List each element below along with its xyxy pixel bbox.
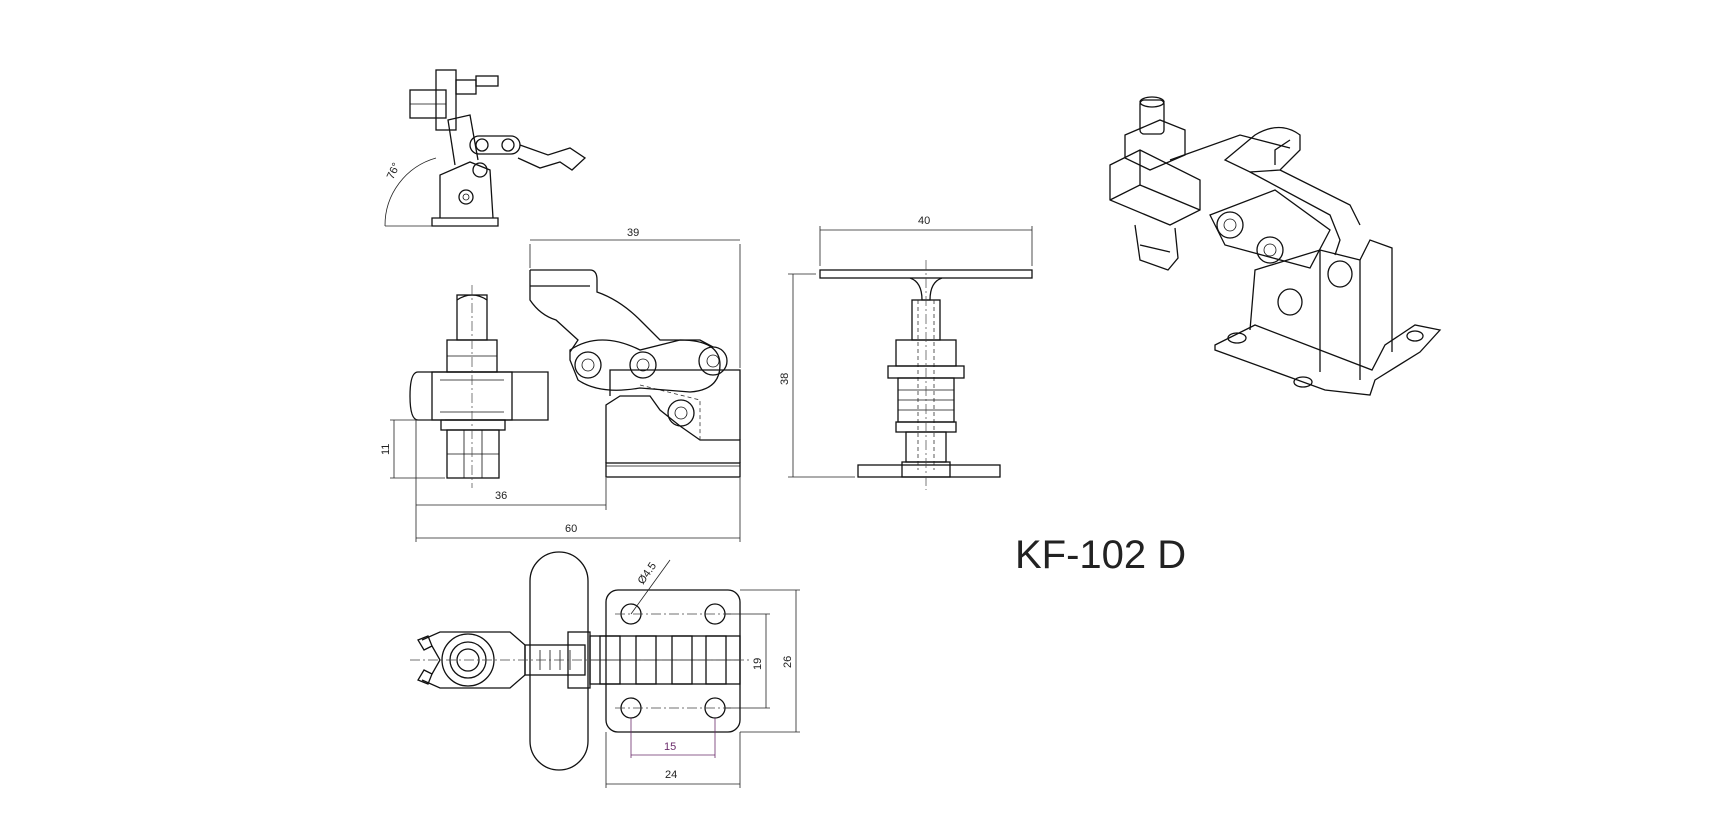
dim-front-height: 38 bbox=[779, 373, 791, 385]
open-position-view: 76° bbox=[384, 69, 587, 227]
dim-side-length: 39 bbox=[627, 227, 639, 239]
dim-angle: 76° bbox=[385, 161, 403, 181]
dim-side-height: 11 bbox=[380, 444, 392, 455]
dim-hole-pitch-h: 15 bbox=[664, 741, 676, 753]
top-view: Ø4.5 19 26 15 24 bbox=[410, 551, 800, 788]
front-view: 40 38 bbox=[779, 215, 1033, 490]
dim-total-length: 60 bbox=[565, 523, 577, 535]
dim-front-width: 40 bbox=[918, 215, 930, 227]
dim-base-offset: 36 bbox=[495, 490, 507, 502]
dim-hole-dia: Ø4.5 bbox=[636, 560, 660, 586]
dim-base-width-h: 24 bbox=[665, 769, 677, 781]
side-view: 39 11 36 60 bbox=[380, 227, 741, 542]
dim-base-width-v: 26 bbox=[782, 656, 794, 668]
isometric-view bbox=[1109, 96, 1442, 396]
part-number-title: KF-102 D bbox=[1015, 533, 1186, 577]
dim-hole-pitch-v: 19 bbox=[752, 658, 764, 670]
